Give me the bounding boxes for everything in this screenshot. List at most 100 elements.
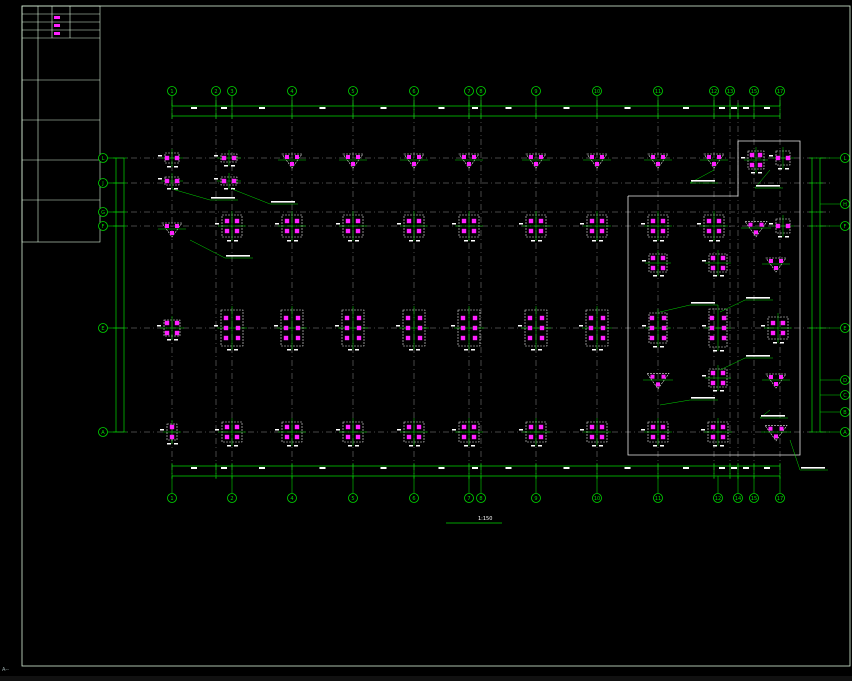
leader-note xyxy=(719,297,773,313)
pile xyxy=(720,370,726,376)
svg-text:C: C xyxy=(843,393,847,399)
axis-bubble: G xyxy=(98,207,108,217)
pile-caps xyxy=(157,147,794,447)
pile xyxy=(460,325,466,331)
pile xyxy=(749,162,755,168)
pile xyxy=(770,320,776,326)
leader-note xyxy=(231,188,298,205)
pile-cap xyxy=(769,215,794,238)
pile xyxy=(284,434,290,440)
pile xyxy=(600,325,606,331)
pile xyxy=(231,178,237,184)
svg-text:17: 17 xyxy=(777,89,783,95)
dim-text xyxy=(221,107,227,109)
pile xyxy=(710,434,716,440)
axis-bubble: 9 xyxy=(531,86,541,96)
sheet-border xyxy=(21,5,851,667)
pile xyxy=(534,162,538,166)
pile xyxy=(589,228,595,234)
axis-bubble: 17 xyxy=(775,86,785,96)
pile-cap-triangular xyxy=(455,153,483,169)
svg-text:F: F xyxy=(844,224,847,230)
pile xyxy=(174,330,180,336)
pile xyxy=(221,178,227,184)
pile xyxy=(471,218,477,224)
pile xyxy=(406,218,412,224)
pile xyxy=(588,315,594,321)
svg-text:10: 10 xyxy=(594,89,600,95)
pile xyxy=(164,330,170,336)
pile xyxy=(346,155,350,159)
pile xyxy=(355,434,361,440)
svg-text:14: 14 xyxy=(735,496,741,502)
svg-text:J: J xyxy=(101,181,103,187)
axis-bubble: 5 xyxy=(348,493,358,503)
pile-cap xyxy=(702,305,731,352)
dim-text xyxy=(683,107,689,109)
pile xyxy=(538,424,544,430)
pile xyxy=(295,315,301,321)
pile-cap xyxy=(214,150,241,167)
svg-text:2: 2 xyxy=(214,89,217,95)
leader-note xyxy=(719,355,773,371)
pile xyxy=(223,325,229,331)
pile xyxy=(660,218,666,224)
pile-cap xyxy=(274,306,307,351)
pile xyxy=(710,424,716,430)
pile xyxy=(231,155,237,161)
svg-text:10: 10 xyxy=(594,496,600,502)
pile xyxy=(706,228,712,234)
pile-cap-triangular xyxy=(643,373,673,390)
pile xyxy=(235,315,241,321)
pile xyxy=(467,162,471,166)
title-block xyxy=(21,5,101,243)
pile xyxy=(720,265,726,271)
pile-cap xyxy=(519,211,550,242)
svg-text:E: E xyxy=(101,326,104,332)
pile xyxy=(749,152,755,158)
axis-bubble: F xyxy=(98,221,108,231)
pile-cap-triangular xyxy=(158,222,186,238)
svg-text:L: L xyxy=(102,156,105,162)
pile-cap-triangular xyxy=(762,373,790,389)
pile xyxy=(768,426,773,431)
pile xyxy=(748,222,753,227)
pile xyxy=(650,424,656,430)
pile-cap-triangular xyxy=(762,257,790,273)
pile xyxy=(538,434,544,440)
pile xyxy=(588,325,594,331)
pile xyxy=(650,218,656,224)
axis-bubble: 10 xyxy=(592,86,602,96)
pile xyxy=(660,434,666,440)
axis-bubble: 8 xyxy=(476,493,486,503)
pile-cap-triangular xyxy=(644,153,672,169)
svg-text:4: 4 xyxy=(290,496,293,502)
layout-tab[interactable]: A-- xyxy=(2,667,9,673)
leader-note xyxy=(789,439,828,471)
svg-text:6: 6 xyxy=(412,496,415,502)
pile xyxy=(294,434,300,440)
pile xyxy=(774,434,778,439)
pile xyxy=(589,218,595,224)
pile xyxy=(234,424,240,430)
pile xyxy=(709,325,715,331)
pile xyxy=(416,228,422,234)
pile xyxy=(351,162,355,166)
pile xyxy=(472,325,478,331)
axis-bubble: 4 xyxy=(287,86,297,96)
pile xyxy=(661,335,667,341)
pile-cap-triangular xyxy=(741,221,771,238)
pile-cap xyxy=(336,211,367,242)
pile-cap-triangular xyxy=(278,153,306,169)
pile xyxy=(720,255,726,261)
dim-text xyxy=(380,107,387,109)
pile xyxy=(775,223,781,229)
pile xyxy=(471,424,477,430)
leader-note xyxy=(759,409,788,419)
svg-text:11: 11 xyxy=(655,496,661,502)
pile xyxy=(769,375,773,379)
pile-cap xyxy=(214,306,247,351)
pile xyxy=(775,155,781,161)
